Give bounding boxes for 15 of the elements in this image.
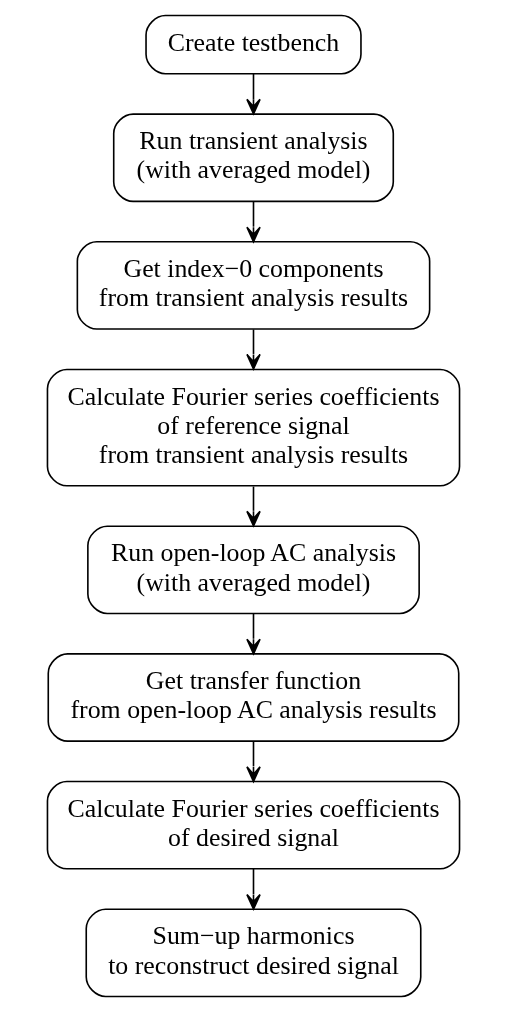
- node-box: Get index−0 components from transient analysis results: [76, 241, 431, 330]
- arrow: [246, 612, 261, 655]
- node-box: Calculate Fourier series coefficients of desired signal: [46, 780, 461, 870]
- arrow: [246, 328, 261, 370]
- node-box: Sum−up harmonics to reconstruct desired signal: [85, 908, 422, 998]
- node-box: Run open-loop AC analysis (with averaged model): [87, 525, 420, 615]
- arrow: [246, 868, 261, 910]
- arrow: [246, 73, 261, 115]
- node-box: Run transient analysis (with averaged model): [112, 113, 395, 203]
- arrow: [246, 740, 261, 783]
- node-box: Get transfer function from open-loop AC analysis results: [47, 653, 460, 742]
- node-box: Calculate Fourier series coefficients of reference signal from transient analysis results: [46, 368, 461, 487]
- node-box: Create testbench: [145, 14, 362, 75]
- arrow: [246, 485, 261, 527]
- arrow: [246, 200, 261, 243]
